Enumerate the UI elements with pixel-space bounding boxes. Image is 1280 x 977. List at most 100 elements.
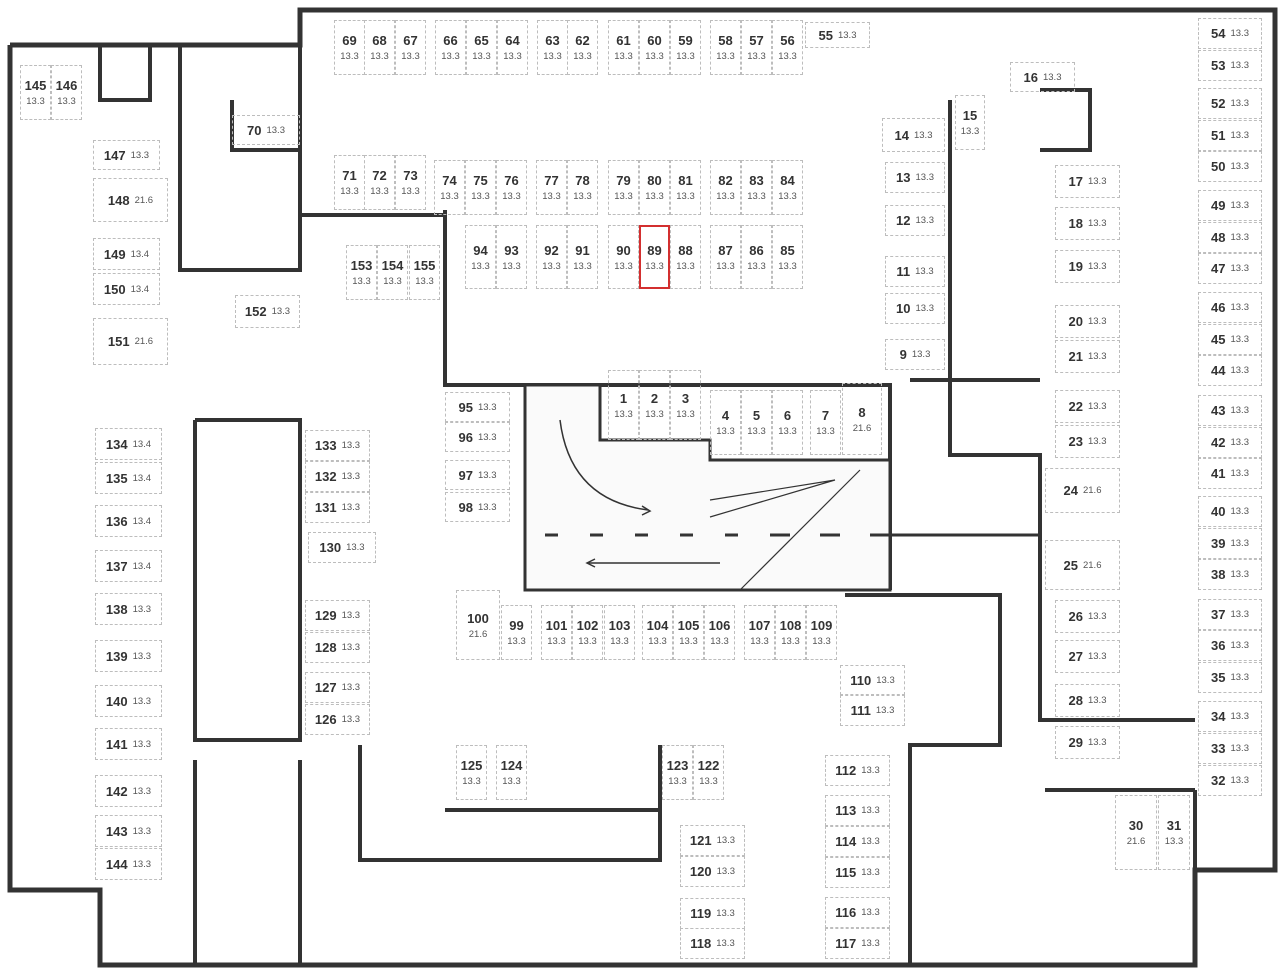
parking-spot[interactable]: 6313.3: [537, 20, 568, 75]
parking-spot[interactable]: 14113.3: [95, 728, 162, 760]
parking-spot[interactable]: 8213.3: [710, 160, 741, 215]
parking-spot[interactable]: 1613.3: [1010, 62, 1075, 92]
parking-spot[interactable]: 4813.3: [1198, 222, 1262, 253]
parking-spot[interactable]: 7613.3: [496, 160, 527, 215]
parking-spot[interactable]: 213.3: [639, 370, 670, 440]
parking-spot[interactable]: 9113.3: [567, 225, 598, 289]
parking-spot[interactable]: 1013.3: [885, 293, 945, 324]
parking-spot[interactable]: 2913.3: [1055, 726, 1120, 759]
parking-spot[interactable]: 8013.3: [639, 160, 670, 215]
parking-spot[interactable]: 10213.3: [572, 605, 603, 660]
parking-spot[interactable]: 11613.3: [825, 897, 890, 928]
parking-spot[interactable]: 2213.3: [1055, 390, 1120, 423]
parking-spot[interactable]: 13113.3: [305, 492, 370, 523]
parking-spot[interactable]: 313.3: [670, 370, 701, 440]
parking-spot[interactable]: 3913.3: [1198, 528, 1262, 559]
parking-spot[interactable]: 15121.6: [93, 318, 168, 365]
parking-spot[interactable]: 10513.3: [673, 605, 704, 660]
parking-spot[interactable]: 15413.3: [377, 245, 408, 300]
parking-spot[interactable]: 3513.3: [1198, 662, 1262, 693]
parking-spot[interactable]: 713.3: [810, 390, 841, 455]
parking-spot[interactable]: 11413.3: [825, 826, 890, 857]
parking-spot[interactable]: 8613.3: [741, 225, 772, 289]
parking-spot[interactable]: 12813.3: [305, 632, 370, 663]
parking-spot[interactable]: 10813.3: [775, 605, 806, 660]
parking-spot[interactable]: 5313.3: [1198, 50, 1262, 81]
parking-spot[interactable]: 9413.3: [465, 225, 496, 289]
parking-spot[interactable]: 15013.4: [93, 273, 160, 305]
parking-spot[interactable]: 14413.3: [95, 848, 162, 880]
parking-spot[interactable]: 7413.3: [434, 160, 465, 215]
parking-spot[interactable]: 10313.3: [604, 605, 635, 660]
parking-spot[interactable]: 1413.3: [882, 118, 945, 152]
parking-spot[interactable]: 2713.3: [1055, 640, 1120, 673]
parking-spot[interactable]: 14313.3: [95, 815, 162, 847]
parking-spot[interactable]: 2813.3: [1055, 684, 1120, 717]
parking-spot[interactable]: 7313.3: [395, 155, 426, 210]
parking-spot[interactable]: 8513.3: [772, 225, 803, 289]
parking-spot[interactable]: 9013.3: [608, 225, 639, 289]
parking-spot[interactable]: 9713.3: [445, 460, 510, 490]
parking-spot[interactable]: 7113.3: [334, 155, 365, 210]
parking-spot[interactable]: 2013.3: [1055, 305, 1120, 338]
parking-spot[interactable]: 13713.4: [95, 550, 162, 582]
parking-spot[interactable]: 11813.3: [680, 928, 745, 959]
parking-spot[interactable]: 12213.3: [693, 745, 724, 800]
parking-spot[interactable]: 7513.3: [465, 160, 496, 215]
parking-spot[interactable]: 6213.3: [567, 20, 598, 75]
parking-spot[interactable]: 1113.3: [885, 256, 945, 287]
parking-spot[interactable]: 7013.3: [232, 115, 300, 145]
parking-spot[interactable]: 14513.3: [20, 65, 51, 120]
parking-spot[interactable]: 5413.3: [1198, 18, 1262, 49]
parking-spot-selected[interactable]: 8913.3: [639, 225, 670, 289]
parking-spot[interactable]: 9813.3: [445, 492, 510, 522]
parking-spot[interactable]: 3713.3: [1198, 599, 1262, 630]
parking-spot[interactable]: 6813.3: [364, 20, 395, 75]
parking-spot[interactable]: 14613.3: [51, 65, 82, 120]
parking-spot[interactable]: 12613.3: [305, 704, 370, 735]
parking-spot[interactable]: 5213.3: [1198, 88, 1262, 119]
parking-spot[interactable]: 15513.3: [409, 245, 440, 300]
parking-spot[interactable]: 11113.3: [840, 695, 905, 726]
parking-spot[interactable]: 15313.3: [346, 245, 377, 300]
parking-spot[interactable]: 12513.3: [456, 745, 487, 800]
parking-spot[interactable]: 1813.3: [1055, 207, 1120, 240]
parking-spot[interactable]: 13513.4: [95, 462, 162, 494]
parking-spot[interactable]: 2521.6: [1045, 540, 1120, 590]
parking-spot[interactable]: 12413.3: [496, 745, 527, 800]
parking-spot[interactable]: 913.3: [885, 339, 945, 370]
parking-spot[interactable]: 14013.3: [95, 685, 162, 717]
parking-spot[interactable]: 4913.3: [1198, 190, 1262, 221]
parking-spot[interactable]: 4213.3: [1198, 427, 1262, 458]
parking-spot[interactable]: 8413.3: [772, 160, 803, 215]
parking-spot[interactable]: 12713.3: [305, 672, 370, 703]
parking-spot[interactable]: 3413.3: [1198, 701, 1262, 732]
parking-spot[interactable]: 3813.3: [1198, 559, 1262, 590]
parking-spot[interactable]: 13313.3: [305, 430, 370, 461]
parking-spot[interactable]: 3113.3: [1158, 795, 1190, 870]
parking-spot[interactable]: 8113.3: [670, 160, 701, 215]
parking-spot[interactable]: 6013.3: [639, 20, 670, 75]
parking-spot[interactable]: 4313.3: [1198, 395, 1262, 426]
parking-spot[interactable]: 13413.4: [95, 428, 162, 460]
parking-spot[interactable]: 6913.3: [334, 20, 365, 75]
parking-spot[interactable]: 11713.3: [825, 928, 890, 959]
parking-spot[interactable]: 3313.3: [1198, 733, 1262, 764]
parking-spot[interactable]: 7913.3: [608, 160, 639, 215]
parking-spot[interactable]: 5913.3: [670, 20, 701, 75]
parking-spot[interactable]: 11313.3: [825, 795, 890, 826]
parking-spot[interactable]: 9213.3: [536, 225, 567, 289]
parking-spot[interactable]: 2113.3: [1055, 340, 1120, 373]
parking-spot[interactable]: 10913.3: [806, 605, 837, 660]
parking-spot[interactable]: 9613.3: [445, 422, 510, 452]
parking-spot[interactable]: 13813.3: [95, 593, 162, 625]
parking-spot[interactable]: 7813.3: [567, 160, 598, 215]
parking-spot[interactable]: 2421.6: [1045, 468, 1120, 513]
parking-spot[interactable]: 4513.3: [1198, 324, 1262, 355]
parking-spot[interactable]: 7213.3: [364, 155, 395, 210]
parking-spot[interactable]: 15213.3: [235, 295, 300, 328]
parking-spot[interactable]: 10713.3: [744, 605, 775, 660]
parking-spot[interactable]: 6713.3: [395, 20, 426, 75]
parking-spot[interactable]: 4013.3: [1198, 496, 1262, 527]
parking-spot[interactable]: 13013.3: [308, 532, 376, 563]
